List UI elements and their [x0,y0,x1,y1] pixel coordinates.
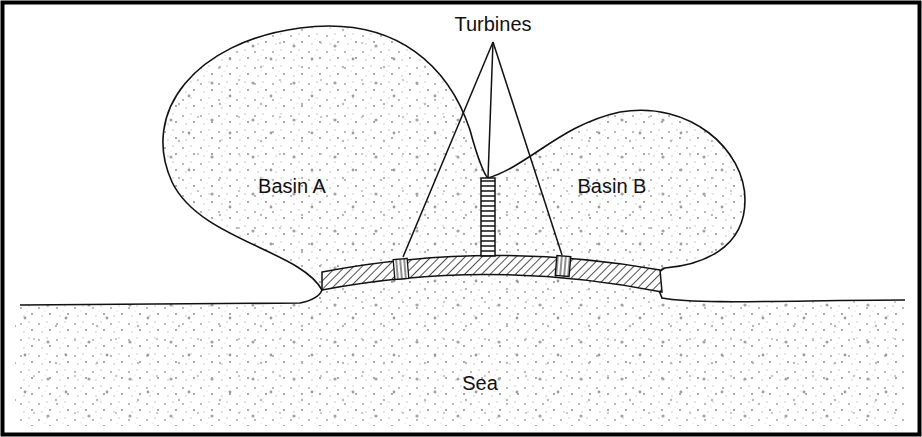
barrage [322,255,662,292]
leader-line [403,42,493,257]
basin-label: Basin A [255,174,329,198]
turbine [555,255,571,276]
leader-line [493,42,562,255]
turbine [393,258,409,279]
sea-texture [15,274,905,426]
divider-wall [481,178,495,256]
turbines-label: Turbines [451,12,534,36]
sea-label: Sea [459,371,501,395]
frame [3,3,920,435]
sea-area [15,274,905,426]
coastline [20,26,905,305]
leader-line [488,42,493,178]
basin-area [163,26,745,292]
basin-label: Basin B [575,174,650,198]
basin-texture [163,26,745,292]
